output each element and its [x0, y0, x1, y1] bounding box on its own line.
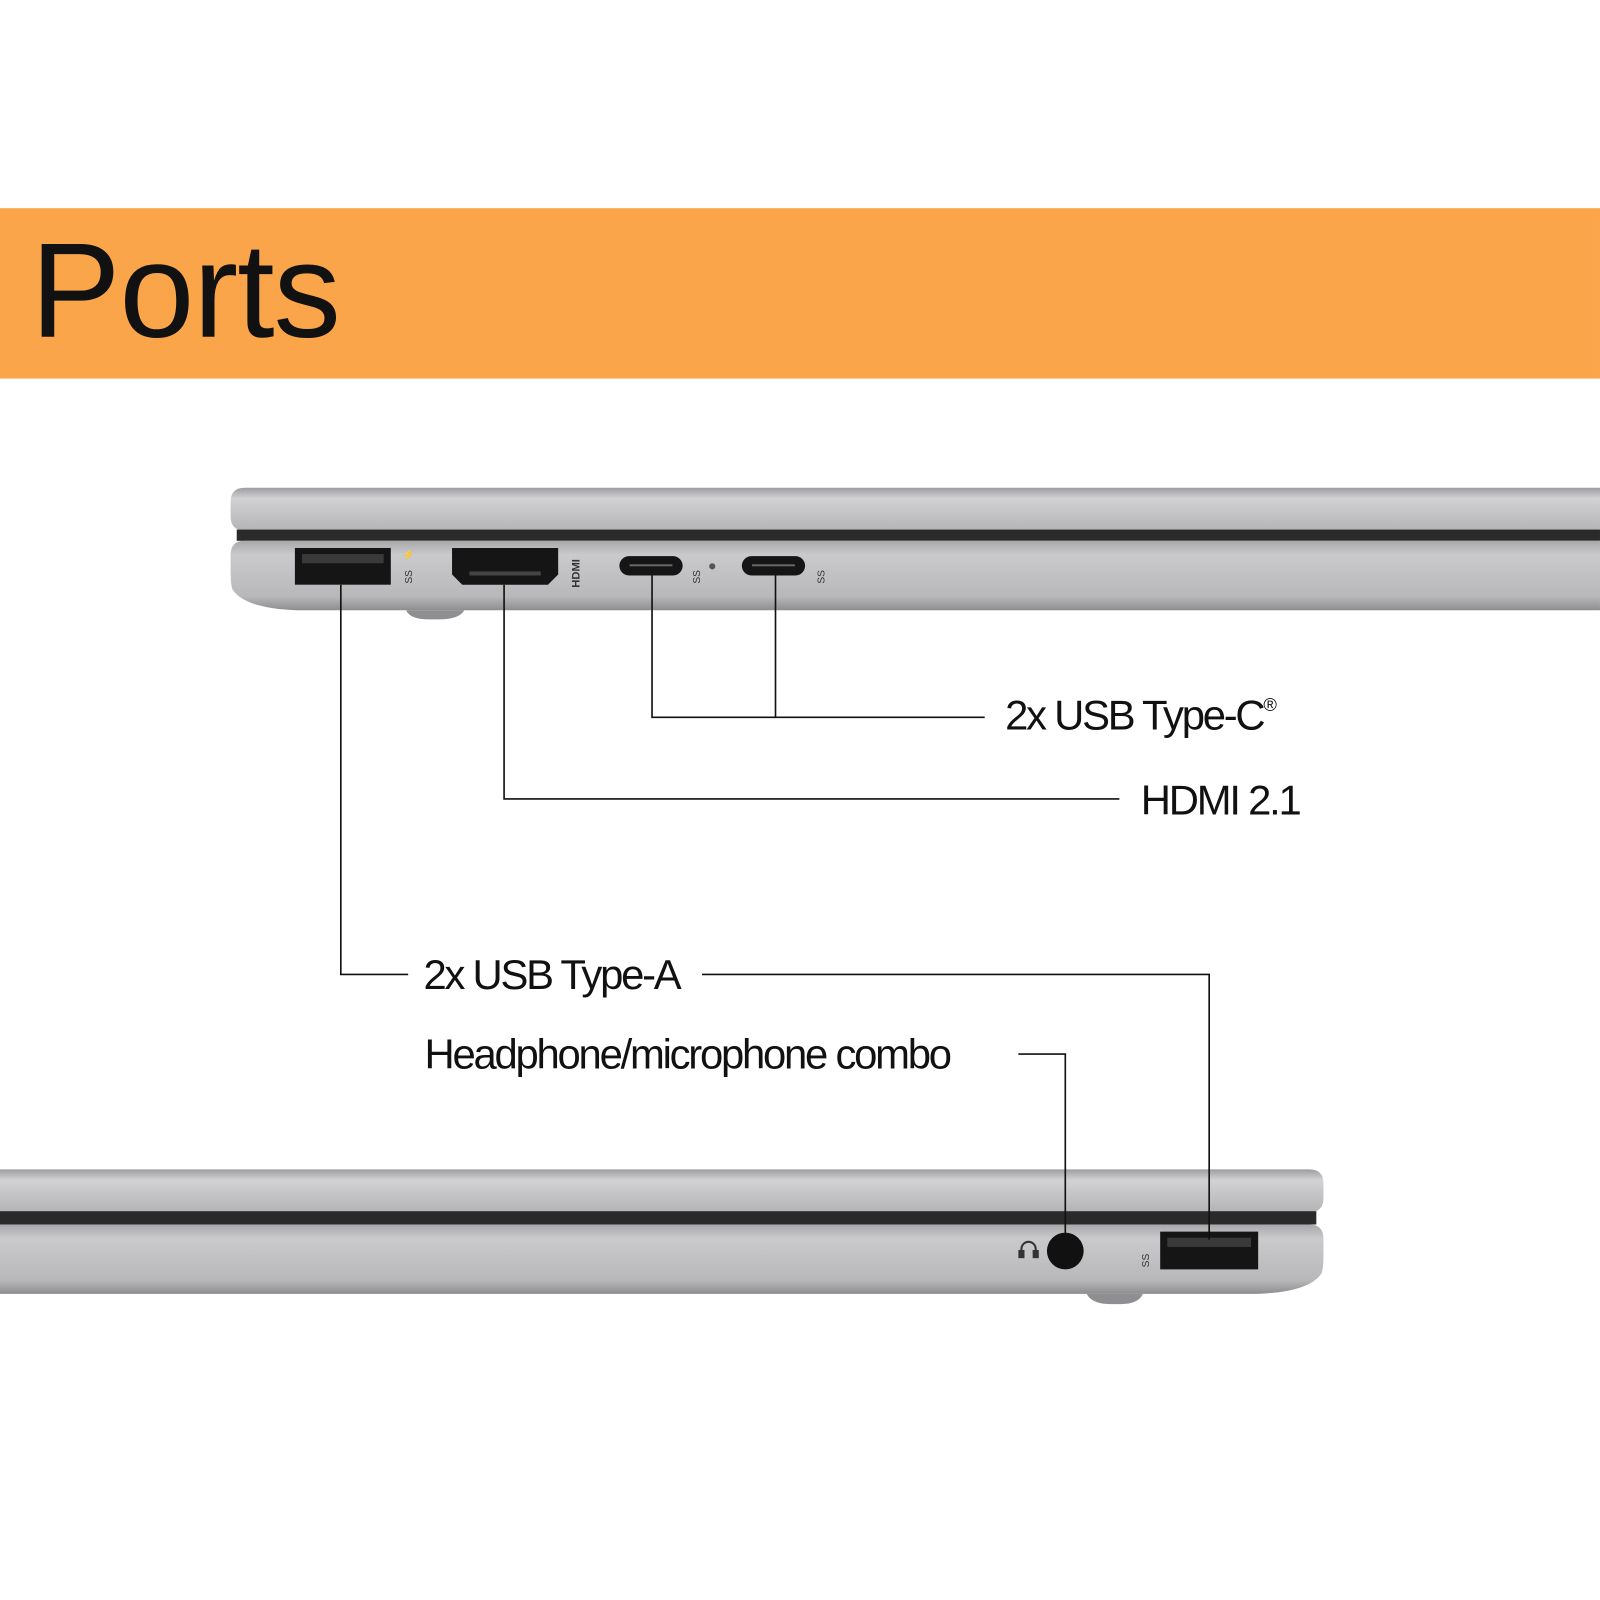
label-usb-a: 2x USB Type-A [423, 951, 681, 998]
headphone-icon [1018, 1240, 1039, 1259]
usb-superspeed-icon: SS [404, 570, 415, 584]
label-audio-combo: Headphone/microphone combo [424, 1030, 950, 1077]
hdmi-port [452, 547, 559, 585]
usb-superspeed-icon: SS [692, 570, 703, 584]
charging-bolt-icon: ⚡ [402, 548, 415, 561]
label-usb-c: 2x USB Type-C® [1005, 692, 1277, 739]
status-led [709, 563, 716, 570]
laptop-left-side: SS ⚡ HDMI SS SS [230, 487, 1600, 620]
usb-superspeed-icon: SS [816, 570, 827, 584]
label-hdmi: HDMI 2.1 [1141, 776, 1301, 823]
rubber-foot [1086, 1293, 1143, 1305]
page-title: Ports [31, 215, 340, 366]
rubber-foot [406, 610, 465, 620]
audio-jack [1046, 1232, 1084, 1270]
header-band [0, 208, 1600, 379]
leader-lines [339, 575, 1210, 1240]
hdmi-logo-icon: HDMI [571, 559, 583, 588]
laptop-right-side: SS [0, 1169, 1324, 1305]
usb-a-port [294, 547, 391, 585]
usb-superspeed-icon: SS [1141, 1254, 1152, 1268]
